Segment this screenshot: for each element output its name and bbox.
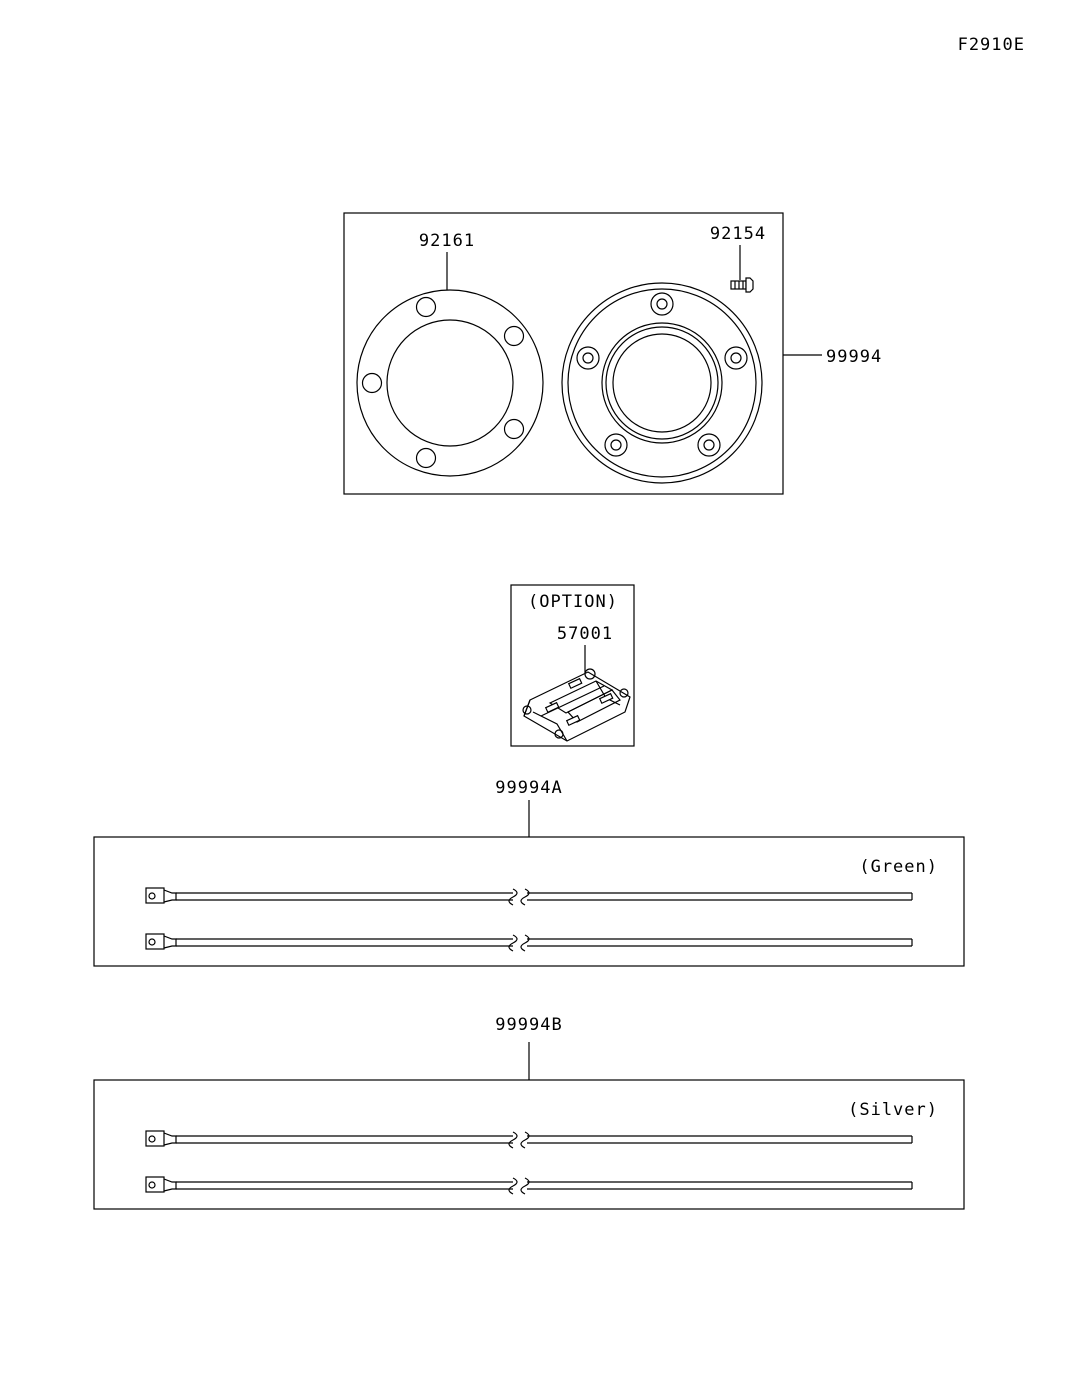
option-panel: (OPTION) 57001 [510, 584, 635, 747]
cable-tie [145, 1176, 913, 1195]
holder-part-number: 57001 [557, 624, 613, 644]
gasket-bolt-hole [361, 372, 383, 394]
cable-tie [145, 887, 913, 906]
silver-kit-panel: (Silver) [93, 1079, 965, 1210]
flange-part-number: 99994 [826, 347, 882, 367]
gasket-bolt-hole [503, 325, 525, 347]
gasket-bolt-hole [415, 447, 437, 469]
option-label: (OPTION) [528, 592, 618, 612]
flange-plate [561, 282, 763, 484]
flange-stud [650, 292, 674, 316]
silver-color-label: (Silver) [848, 1100, 938, 1120]
gasket-bolt-hole [503, 418, 525, 440]
holder-bracket-icon [522, 668, 631, 742]
flange-stud [604, 433, 628, 457]
green-kit-panel: (Green) [93, 836, 965, 967]
top-parts-panel: 92161 92154 [343, 212, 882, 495]
flange-stud [576, 346, 600, 370]
gasket-ring [356, 289, 544, 477]
bolt-icon [730, 277, 754, 293]
silver-kit-part-number: 99994B [495, 1015, 562, 1035]
cable-tie [145, 1130, 913, 1149]
gasket-part-number: 92161 [419, 231, 475, 251]
green-kit-part-number: 99994A [495, 778, 562, 798]
flange-stud [697, 433, 721, 457]
green-color-label: (Green) [859, 857, 938, 877]
cable-tie [145, 933, 913, 952]
flange-stud [724, 346, 748, 370]
figure-code: F2910E [958, 35, 1025, 55]
gasket-bolt-hole [415, 296, 437, 318]
bolt-part-number: 92154 [710, 224, 766, 244]
